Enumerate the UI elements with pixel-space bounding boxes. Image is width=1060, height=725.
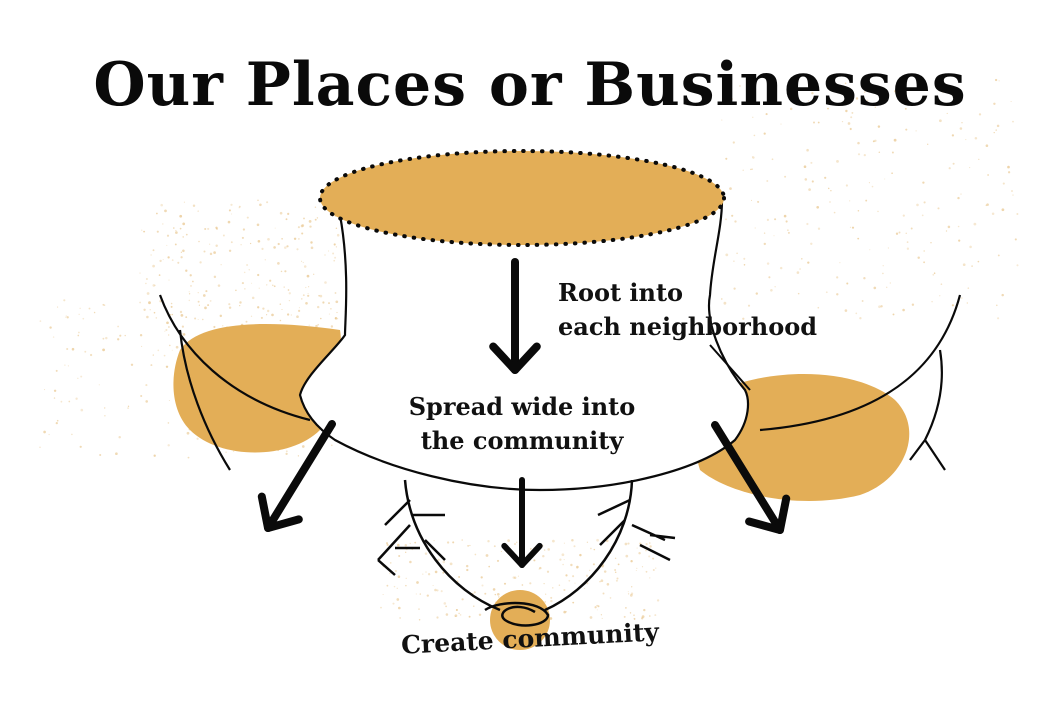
label-root: Root into each neighborhood xyxy=(558,276,817,344)
root-knot xyxy=(484,601,550,627)
arrow-root-down-icon xyxy=(489,258,541,374)
lower-root-right xyxy=(544,479,634,612)
callout-line xyxy=(709,344,751,391)
label-spread-line1: Spread wide into xyxy=(408,392,636,421)
label-spread: Spread wide into the community xyxy=(372,390,672,458)
label-root-line2: each neighborhood xyxy=(558,312,817,341)
twig-right xyxy=(597,498,676,562)
label-root-line1: Root into xyxy=(558,278,684,307)
page-title: Our Places or Businesses xyxy=(93,50,967,120)
arrow-center-down-icon xyxy=(501,477,543,568)
label-spread-line2: the community xyxy=(420,426,624,455)
stump-top xyxy=(318,149,726,247)
arrows xyxy=(257,258,791,568)
arrow-spread-right-icon xyxy=(711,421,791,534)
left-root xyxy=(158,294,311,471)
twig-left xyxy=(377,499,446,576)
right-root xyxy=(759,294,962,471)
left-blob xyxy=(173,324,341,453)
stump-body xyxy=(298,199,750,492)
arrow-spread-left-icon xyxy=(257,420,336,532)
right-blob xyxy=(696,373,910,501)
lower-root-left xyxy=(403,479,501,612)
